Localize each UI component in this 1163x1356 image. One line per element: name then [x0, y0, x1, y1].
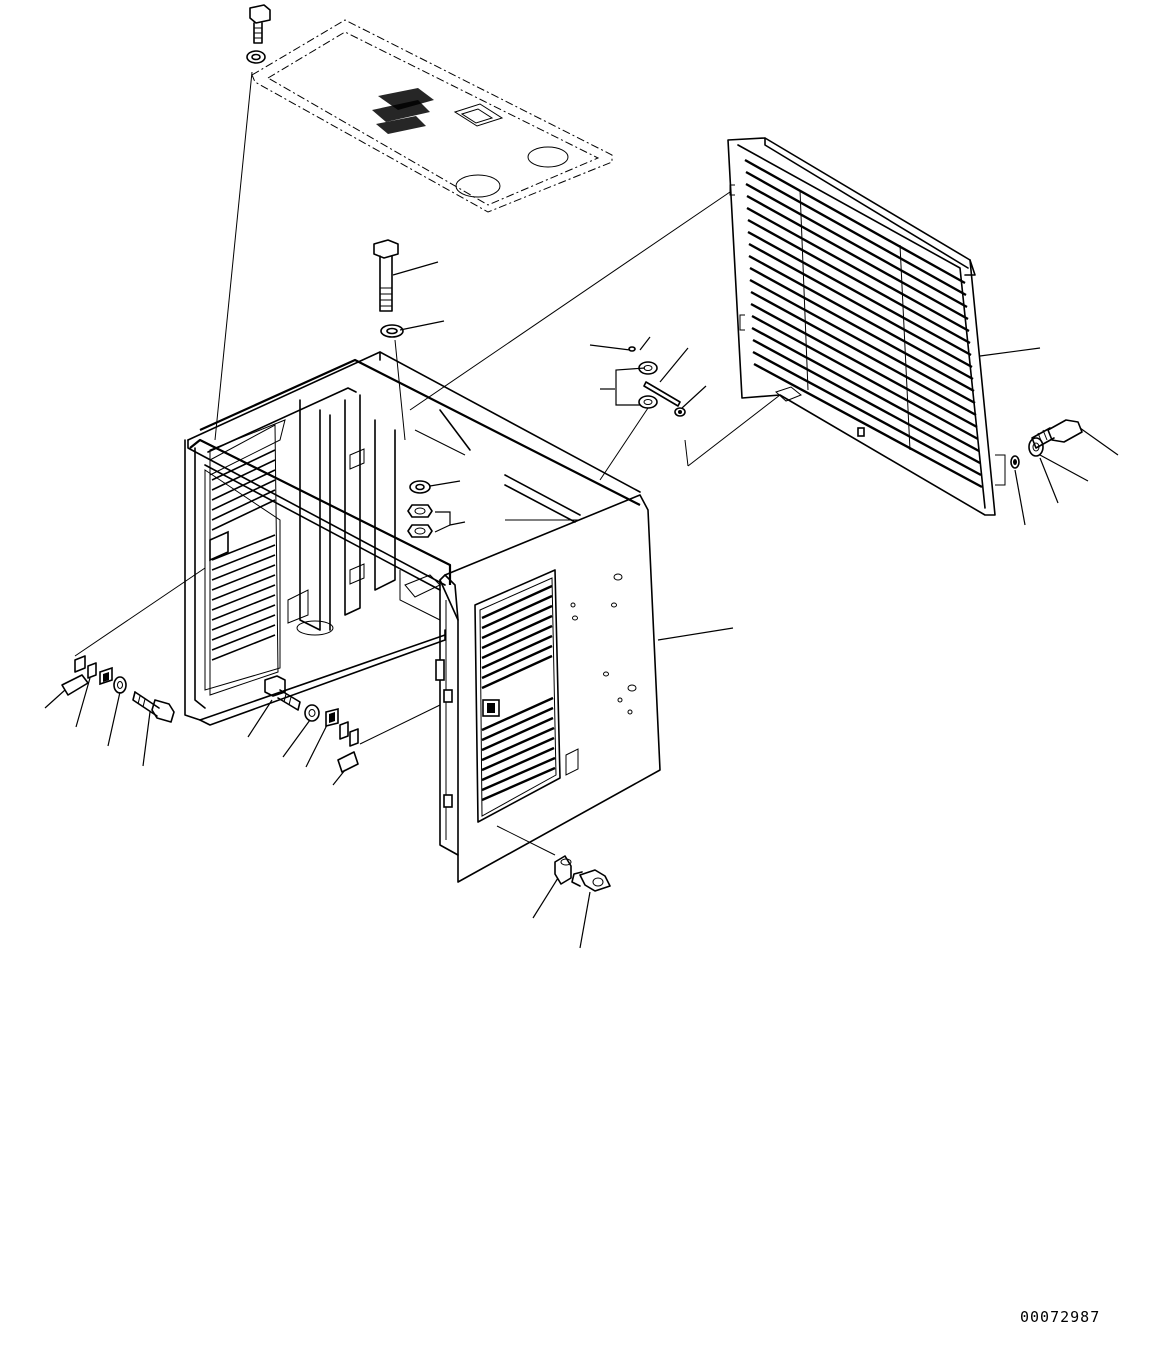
pin-assembly	[628, 346, 686, 417]
side-panel-grille	[474, 569, 561, 823]
louvered-grille	[727, 137, 1006, 516]
left-washer	[113, 676, 127, 694]
drawing-number: 00072987	[1020, 1308, 1101, 1326]
center-nuts	[407, 504, 433, 538]
cover-vent-grille	[372, 88, 434, 134]
grille-washer	[1028, 437, 1044, 457]
long-bolt-washer	[380, 324, 404, 338]
main-frame-assembly	[184, 351, 641, 726]
left-bolt	[132, 691, 175, 723]
left-panel-grille	[209, 424, 279, 696]
grille-lockwasher	[1010, 455, 1020, 469]
bottom-bolt	[571, 869, 611, 892]
grille-bolt	[1031, 419, 1083, 449]
cover-washer	[246, 50, 266, 64]
side-panel	[435, 494, 661, 883]
bottom-spacer	[554, 855, 572, 885]
long-bolt	[373, 239, 399, 312]
center-spacer-washer	[409, 480, 431, 494]
top-cover-plate	[251, 19, 613, 213]
center-bolt	[264, 675, 301, 711]
center-clip-set	[325, 707, 359, 773]
cover-bolt	[249, 4, 271, 44]
center-washer	[304, 704, 320, 722]
leader-lines	[44, 261, 1119, 949]
